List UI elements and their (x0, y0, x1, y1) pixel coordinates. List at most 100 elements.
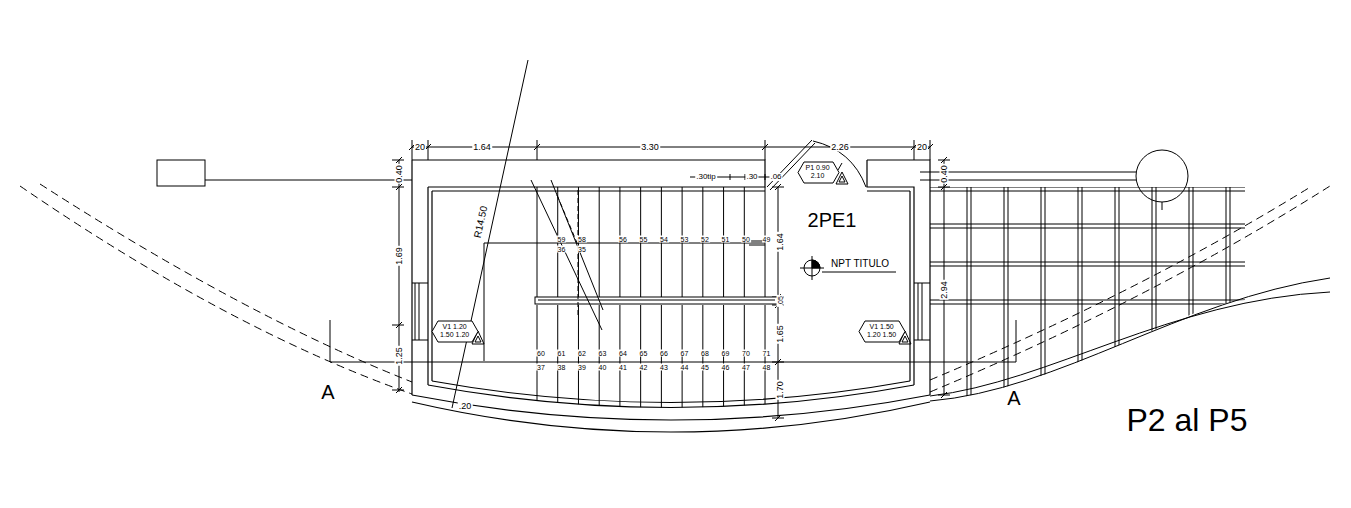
step-number: 35 (577, 246, 587, 253)
tag-text: V1 1.50 (867, 323, 896, 331)
railing-grid (930, 262, 1245, 266)
stair-details (330, 362, 1016, 363)
dimension-lines (412, 140, 930, 160)
dimension: 20 (916, 143, 928, 152)
stair-details (578, 190, 579, 315)
walls (432, 190, 765, 191)
step-number: 59 (557, 236, 567, 243)
tag-triangles (838, 163, 842, 170)
site-elements (1162, 202, 1163, 210)
step-number: 56 (618, 236, 628, 243)
step-number: 46 (721, 364, 731, 371)
railing-grid (930, 300, 1245, 304)
railing-grid (1226, 187, 1230, 405)
dimension: 2.94 (940, 280, 949, 300)
step-number: 38 (557, 364, 567, 371)
stair-details (330, 180, 1016, 362)
stair-treads (578, 187, 579, 404)
dimension: .05 (777, 295, 784, 307)
step-number: 45 (700, 364, 710, 371)
step-number: 51 (721, 236, 731, 243)
railing-grid (930, 187, 1245, 405)
tag-outline (859, 321, 905, 342)
walls (867, 160, 930, 395)
stair-treads (599, 187, 600, 406)
level-symbol (800, 256, 824, 280)
walls (432, 381, 910, 403)
tag-text: 1.50 1.20 (440, 331, 469, 339)
stair-details (535, 297, 778, 304)
railing-grid (1041, 187, 1045, 405)
step-number: 49 (762, 236, 772, 243)
terrain-curves (20, 186, 412, 394)
terrain-curves (930, 292, 1330, 396)
dimension-lines (938, 160, 950, 395)
step-number: 41 (618, 364, 628, 371)
railing-grid (930, 187, 1245, 191)
dimension: 20 (414, 143, 426, 152)
tag-hexagon: V1 1.201.50 1.20 (432, 321, 477, 341)
site-elements (205, 180, 412, 181)
level-symbol (822, 272, 896, 273)
railing-grid (1189, 187, 1193, 405)
dimension: 1.64 (472, 143, 492, 152)
step-number: 62 (577, 350, 587, 357)
terrain-curves (20, 184, 1330, 401)
walls (412, 160, 765, 187)
radius-line (452, 60, 528, 408)
step-number: 42 (639, 364, 649, 371)
railing-grid (1152, 187, 1156, 405)
tag-outline (432, 321, 478, 342)
radius-dimension: R14.50 (473, 204, 490, 240)
step-number: 53 (680, 236, 690, 243)
stair-details (330, 320, 1016, 362)
terrain-curves (930, 186, 1330, 392)
site-elements (1136, 150, 1188, 202)
step-number: 67 (680, 350, 690, 357)
step-number: 64 (618, 350, 628, 357)
step-number: 61 (557, 350, 567, 357)
step-number: 65 (639, 350, 649, 357)
step-number: 44 (680, 364, 690, 371)
dimension: 0.40 (940, 164, 949, 184)
step-number: 69 (721, 350, 731, 357)
windows (412, 283, 428, 340)
site-elements (920, 172, 1136, 180)
terrain-curves (930, 278, 1330, 401)
dimension-lines (392, 160, 404, 392)
step-number: 63 (598, 350, 608, 357)
step-number: 60 (536, 350, 546, 357)
dimension: 3.30 (640, 143, 660, 152)
tag-hexagon: P1 0.902.10 (798, 162, 838, 182)
step-number: 54 (659, 236, 669, 243)
tag-triangles (472, 163, 911, 344)
windows (412, 283, 930, 340)
step-number: 39 (577, 364, 587, 371)
dimension: 1.65 (776, 324, 785, 344)
railing-grid (1078, 187, 1082, 405)
railing-grid (1004, 187, 1008, 405)
step-number: 66 (659, 350, 669, 357)
door-swing (767, 140, 866, 190)
level-symbol (812, 260, 820, 268)
railing-grid (930, 224, 1245, 228)
dimension-lines (392, 140, 950, 421)
dimension: .20 (458, 402, 473, 411)
step-number: 36 (557, 246, 567, 253)
step-number: 50 (741, 236, 751, 243)
dimension: .30 (745, 173, 758, 181)
dimension: 1.69 (395, 246, 404, 266)
room-code: 2PE1 (807, 210, 858, 230)
walls (412, 160, 432, 395)
tag-text: 1.20 1.50 (867, 331, 896, 339)
walls (412, 160, 930, 432)
dimension: .06 (769, 173, 782, 181)
step-number: 70 (741, 350, 751, 357)
dimension: 2.26 (830, 143, 850, 152)
section-mark: A (1006, 388, 1021, 408)
stair-details (538, 300, 775, 301)
level-label: NPT TITULO (830, 259, 890, 269)
terrain-curves (40, 184, 412, 382)
step-number: 47 (741, 364, 751, 371)
tag-text: 2.10 (806, 172, 830, 180)
